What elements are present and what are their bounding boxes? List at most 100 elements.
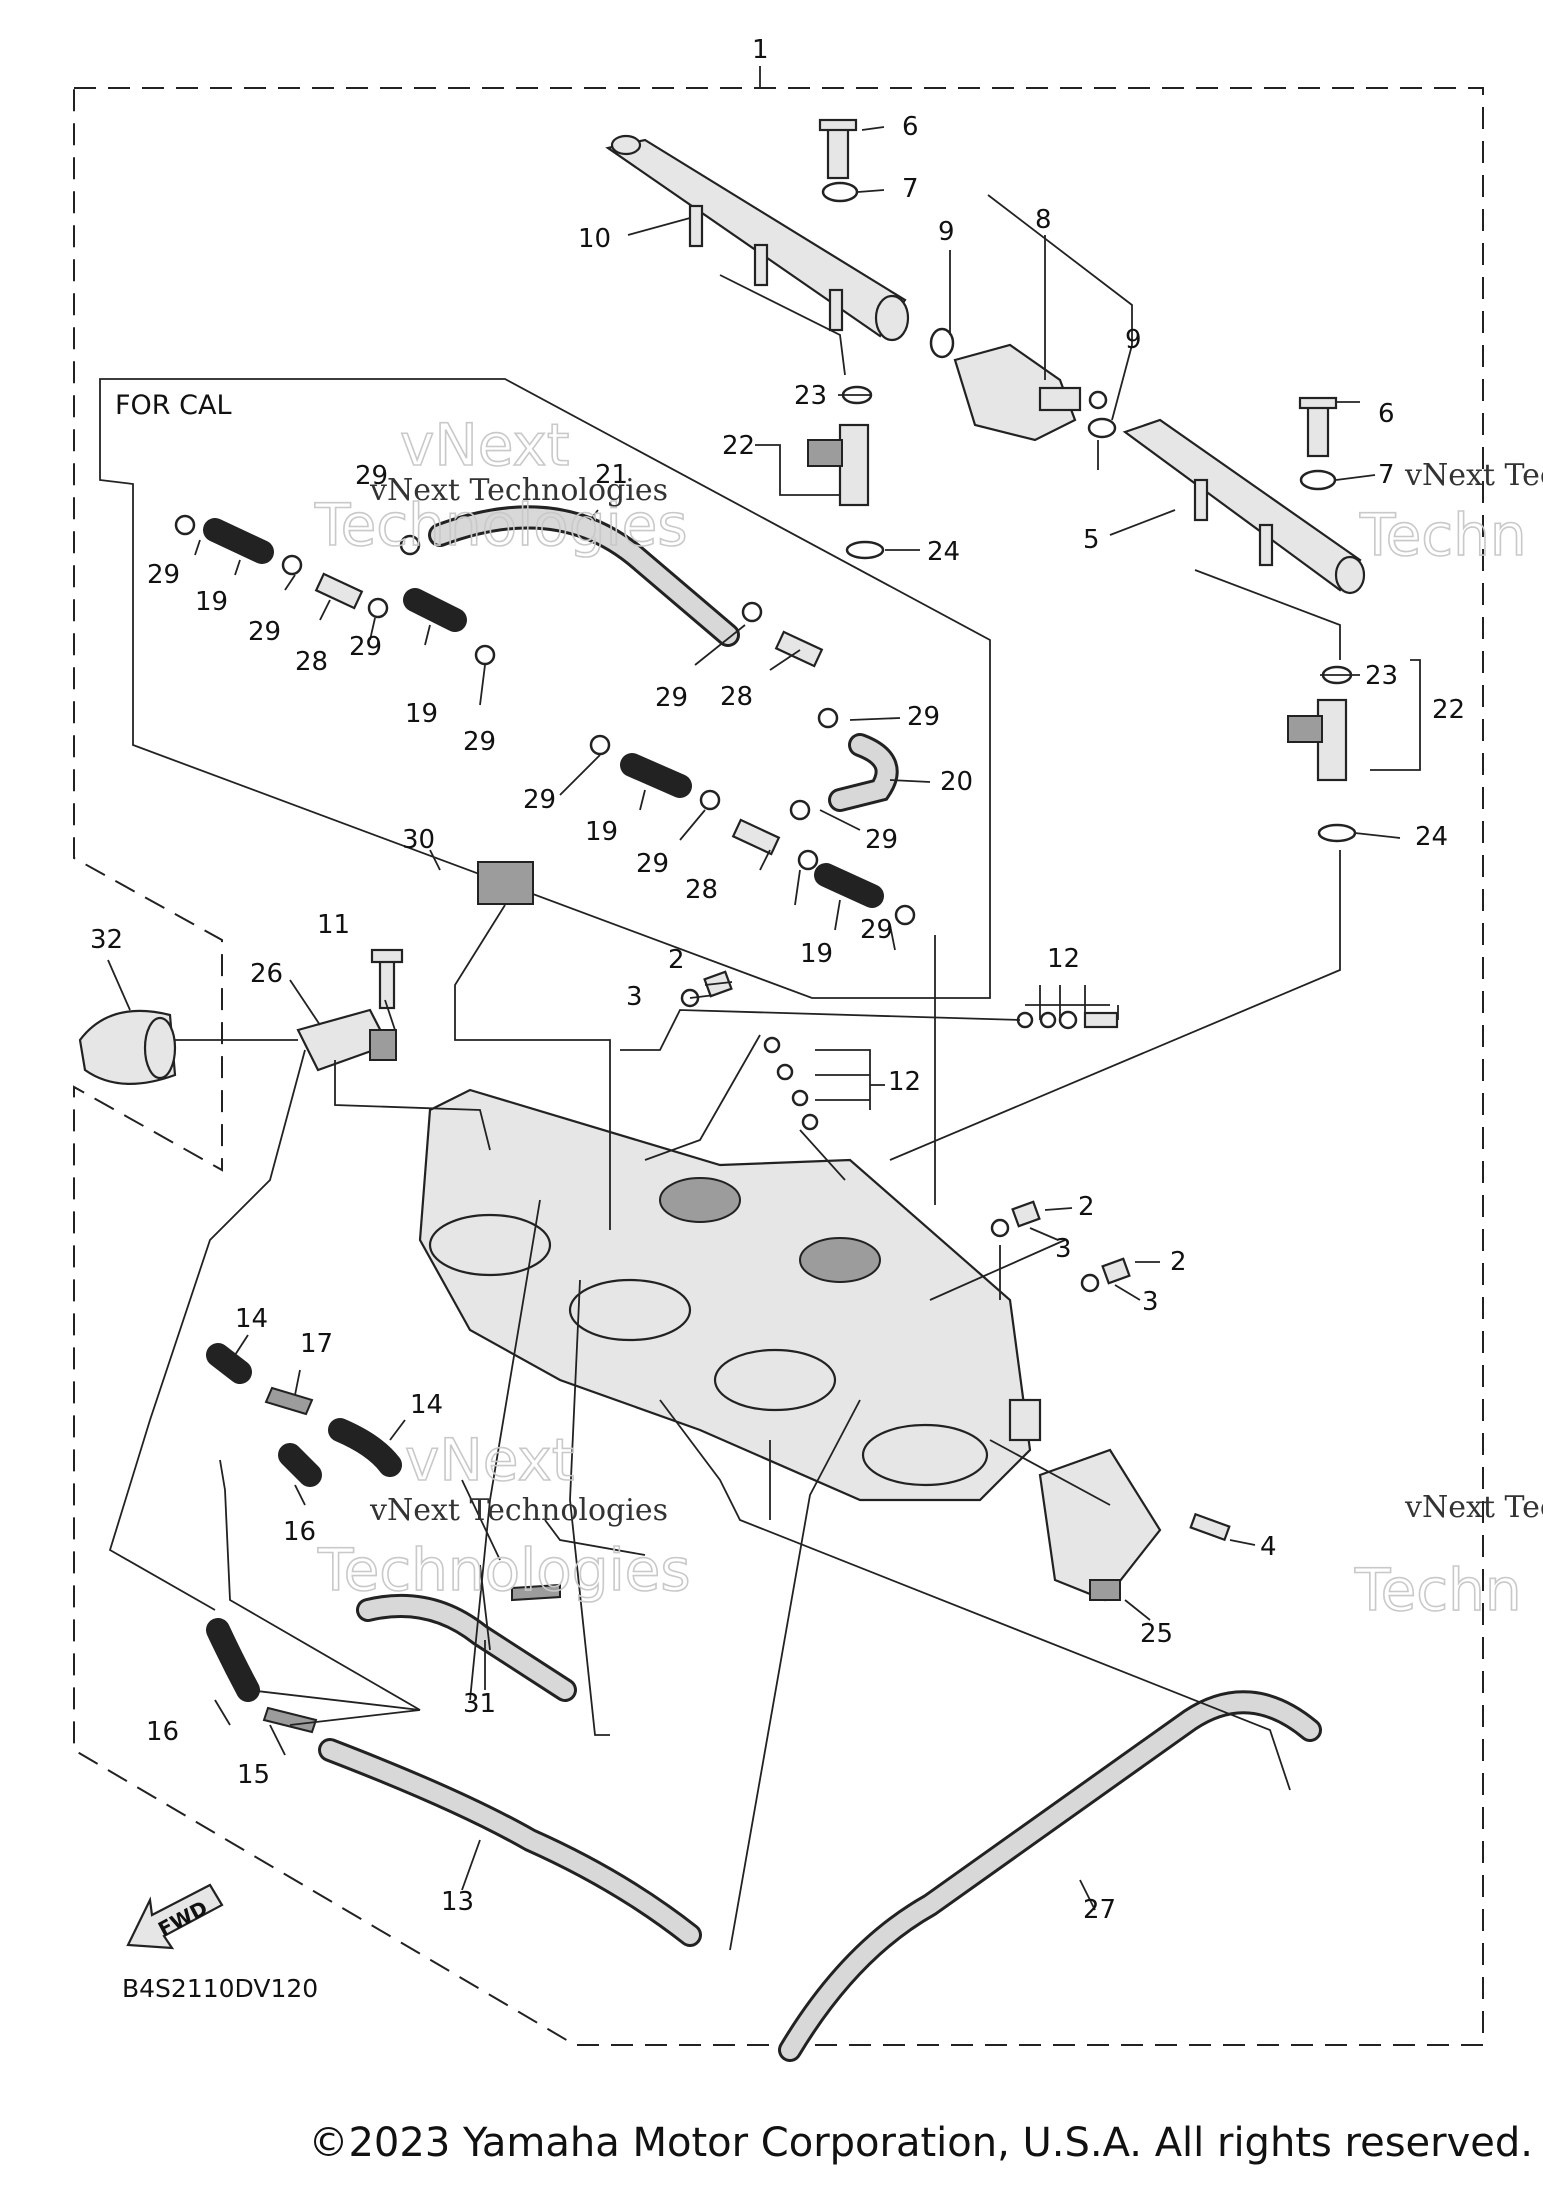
washer-7-upper — [821, 181, 859, 203]
callout-2: 2 — [668, 945, 685, 975]
throttle-body — [418, 1088, 1042, 1502]
seal-24-upper — [845, 540, 885, 560]
watermark-big-3: vNext — [405, 1426, 574, 1494]
callout-22: 22 — [722, 431, 755, 461]
callout-1: 1 — [752, 35, 769, 65]
callout-2: 2 — [1170, 1247, 1187, 1277]
callout-29: 29 — [248, 617, 281, 647]
screws-12 — [763, 1010, 1119, 1131]
watermark-text-1: vNext Technologies — [369, 473, 668, 508]
callout-31: 31 — [463, 1689, 496, 1719]
callout-12: 12 — [888, 1067, 921, 1097]
leader-lines — [107, 126, 1421, 1951]
callout-29: 29 — [636, 849, 669, 879]
callout-24: 24 — [1415, 822, 1448, 852]
bolt-11 — [370, 948, 404, 1010]
callout-3: 3 — [626, 982, 643, 1012]
injector-22-lower — [1287, 698, 1348, 782]
callout-3: 3 — [1142, 1287, 1159, 1317]
bracket-30 — [477, 861, 534, 905]
assembly-boundary — [73, 87, 1484, 2046]
callout-26: 26 — [250, 959, 283, 989]
callout-29: 29 — [463, 727, 496, 757]
callout-29: 29 — [147, 560, 180, 590]
bolt-6-lower — [1298, 396, 1338, 458]
callout-11: 11 — [317, 910, 350, 940]
watermark: vNext Technologies vNext Technologies vN… — [313, 410, 1543, 1625]
fwd-arrow: FWD — [126, 1883, 224, 1950]
callout-19: 19 — [800, 939, 833, 969]
callout-16: 16 — [146, 1717, 179, 1747]
callout-17: 17 — [300, 1329, 333, 1359]
callout-15: 15 — [237, 1760, 270, 1790]
hose-19-b — [403, 588, 467, 632]
hose-19-d — [814, 863, 884, 908]
fitting-15 — [262, 1706, 318, 1734]
hose-27 — [778, 1690, 1322, 2062]
callout-29: 29 — [349, 632, 382, 662]
watermark-text-2: vNext Technologies — [369, 1493, 668, 1528]
callout-6: 6 — [902, 112, 919, 142]
pressure-regulator — [953, 343, 1108, 442]
o-ring-9-right — [1087, 417, 1117, 439]
callout-28: 28 — [685, 875, 718, 905]
callout-20: 20 — [940, 767, 973, 797]
clamps-29 — [174, 514, 916, 926]
fuel-rail-upper — [605, 134, 910, 342]
hose-16-b — [206, 1618, 260, 1702]
o-ring-9-left — [929, 327, 955, 359]
callout-9: 9 — [938, 217, 955, 247]
callout-10: 10 — [578, 224, 611, 254]
for-cal-label: FOR CAL — [115, 390, 232, 421]
fuel-rail-lower — [1122, 418, 1366, 595]
callout-28: 28 — [720, 682, 753, 712]
callout-3: 3 — [1055, 1234, 1072, 1264]
hose-19-c — [620, 753, 692, 798]
callout-29: 29 — [860, 915, 893, 945]
callout-29: 29 — [523, 785, 556, 815]
callout-14: 14 — [235, 1304, 268, 1334]
callout-numbers: 1 2 2 2 3 3 3 4 5 6 6 7 7 8 9 9 10 11 12… — [90, 35, 1465, 1925]
callout-19: 19 — [585, 817, 618, 847]
fitting-17 — [264, 1386, 314, 1416]
joint-28 — [314, 572, 824, 856]
callout-28: 28 — [295, 647, 328, 677]
callout-2: 2 — [1078, 1192, 1095, 1222]
callout-30: 30 — [402, 825, 435, 855]
callout-32: 32 — [90, 925, 123, 955]
watermark-edge-big-1: Techn — [1359, 501, 1527, 569]
callout-24: 24 — [927, 537, 960, 567]
callout-25: 25 — [1140, 1619, 1173, 1649]
washer-7-lower — [1299, 469, 1337, 491]
watermark-big-1: vNext — [400, 411, 569, 479]
tps-25 — [1038, 1448, 1162, 1602]
hose-19-a — [203, 518, 274, 564]
bolt-6-upper — [818, 118, 858, 180]
diagram-code: B4S2110DV120 — [122, 1974, 318, 2003]
watermark-edge-2: vNext Tec — [1404, 1490, 1543, 1525]
callout-23: 23 — [794, 381, 827, 411]
screw-4 — [1189, 1512, 1231, 1542]
callout-7: 7 — [902, 174, 919, 204]
callout-22: 22 — [1432, 695, 1465, 725]
seal-24-lower — [1317, 823, 1357, 843]
for-cal-inset — [99, 378, 991, 999]
fitting-31 — [511, 1583, 561, 1602]
sensor-26 — [296, 1008, 397, 1072]
callout-27: 27 — [1083, 1895, 1116, 1925]
callout-29: 29 — [655, 683, 688, 713]
callout-4: 4 — [1260, 1532, 1277, 1562]
watermark-big-2: Technologies — [314, 491, 688, 559]
callout-5: 5 — [1083, 525, 1100, 555]
callout-19: 19 — [195, 587, 228, 617]
hose-16-a — [278, 1443, 322, 1487]
callout-13: 13 — [441, 1887, 474, 1917]
callout-8: 8 — [1035, 205, 1052, 235]
injector-22-upper — [807, 423, 870, 507]
callout-29: 29 — [355, 461, 388, 491]
watermark-edge-big-2: Techn — [1354, 1556, 1522, 1624]
callout-6: 6 — [1378, 399, 1395, 429]
callout-21: 21 — [595, 460, 628, 490]
copyright-notice: ©2023 Yamaha Motor Corporation, U.S.A. A… — [308, 2120, 1533, 2166]
